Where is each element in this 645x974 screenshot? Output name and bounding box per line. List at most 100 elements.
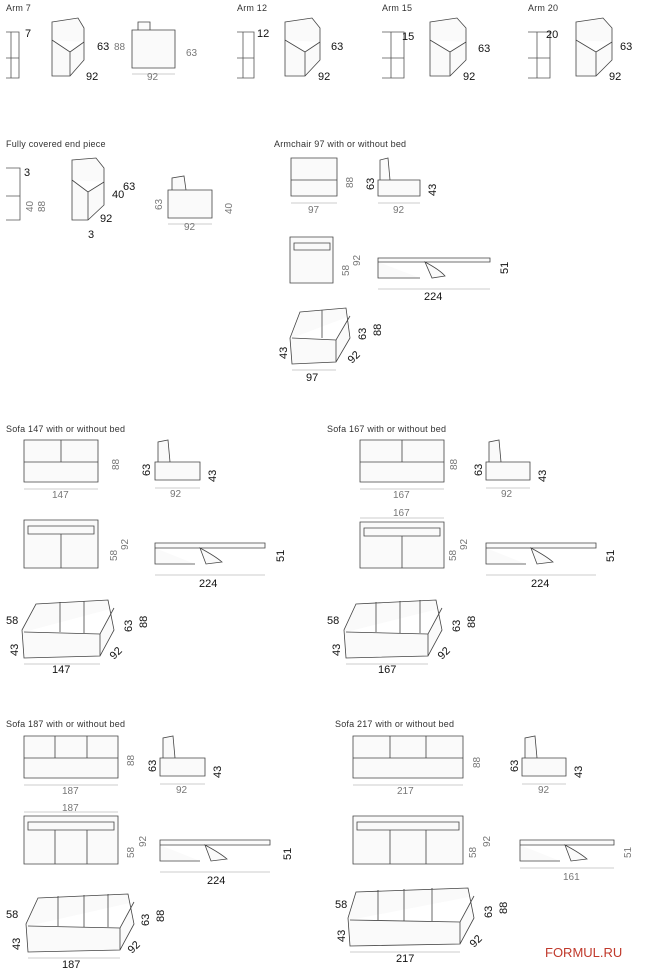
sofa-187-iso-43-dim: 43: [11, 938, 23, 950]
sofa-167-iso-43-dim: 43: [331, 644, 343, 656]
sofa-217-side-43-dim: 43: [573, 766, 585, 778]
end-piece-group: Fully covered end piece 3 40 88 40 63 92…: [6, 139, 235, 241]
sofa-167-iso-92-dim: 92: [436, 645, 453, 662]
sofa-147-iso-88-dim: 88: [138, 616, 150, 628]
sofa-217-front-h-dim: 88: [472, 756, 483, 768]
sofa-187-iso-58-dim: 58: [6, 909, 18, 921]
sofa-217-bed-len-dim: 161: [563, 872, 580, 883]
armchair-bed-92-dim: 92: [352, 254, 363, 266]
sofa-167-iso-drawing: [343, 599, 443, 659]
arm-12-depth-dim: 92: [318, 71, 330, 83]
end-piece-bottom-dim: 3: [88, 229, 94, 241]
sofa-147-side-w-dim: 92: [170, 489, 182, 500]
sofa-167-width-dim: 167: [393, 490, 410, 501]
sofa-147-iso-43-dim: 43: [9, 644, 21, 656]
arm-7-front-drawing: [6, 31, 20, 79]
sofa-167-iso-58-dim: 58: [327, 615, 339, 627]
end-piece-side-h2-dim: 40: [224, 202, 235, 214]
end-piece-side-drawing: [167, 175, 213, 219]
armchair-front-w-dim: 97: [308, 205, 320, 216]
sofa-147-iso-w-dim: 147: [52, 664, 70, 676]
sofa-187-side-drawing: [159, 735, 206, 777]
sofa-187-front-drawing: [23, 735, 119, 779]
arm-20-iso-drawing: [575, 17, 613, 77]
arm-12-height-dim: 63: [331, 41, 343, 53]
sofa-147-title: Sofa 147 with or without bed: [6, 424, 125, 434]
sofa-167-side-drawing: [485, 439, 531, 481]
sofa-167-side-43-dim: 43: [537, 470, 549, 482]
sofa-147-group: Sofa 147 with or without bed 88 147 63 4…: [6, 424, 287, 676]
end-piece-front-drawing: [6, 167, 21, 221]
armchair-iso-43-dim: 43: [278, 347, 290, 359]
arm-15-arm-dim: 15: [402, 31, 414, 43]
sofa-187-width-dim: 187: [62, 786, 79, 797]
arm-7-iso-drawing: [51, 17, 85, 77]
end-piece-iso-drawing: [71, 157, 105, 221]
sofa-217-group: Sofa 217 with or without bed 88 217 63 4…: [335, 719, 634, 965]
sofa-217-side-w-dim: 92: [538, 785, 550, 796]
sofa-217-iso-92-dim: 92: [468, 933, 485, 950]
arm-12-arm-dim: 12: [257, 28, 269, 40]
sofa-187-bed-top-drawing: [23, 815, 119, 865]
armchair-bed-51-dim: 51: [499, 262, 511, 274]
armchair-bed-top-drawing: [289, 236, 334, 284]
sofa-187-bed-51-dim: 51: [282, 848, 294, 860]
end-piece-40-dim: 40: [112, 189, 124, 201]
sofa-147-bed-len-dim: 224: [199, 578, 217, 590]
sofa-167-bed-92-dim: 92: [459, 538, 470, 550]
sofa-167-title: Sofa 167 with or without bed: [327, 424, 446, 434]
sofa-167-iso-w-dim: 167: [378, 664, 396, 676]
sofa-187-iso-w-dim: 187: [62, 959, 80, 971]
arm-7-total-dim: 88: [114, 42, 126, 53]
arm-12-title: Arm 12: [237, 3, 267, 13]
armchair-bed-len-dim: 224: [424, 291, 442, 303]
arm-15-group: Arm 15 15 63 92: [382, 3, 490, 83]
sofa-147-iso-58-dim: 58: [6, 615, 18, 627]
brand-watermark: FORMUL.RU: [545, 945, 622, 960]
sofa-187-top-w-dim: 187: [62, 803, 79, 814]
armchair-iso-63-dim: 63: [357, 328, 369, 340]
sofa-217-iso-88-dim: 88: [498, 902, 510, 914]
arm-20-arm-dim: 20: [546, 29, 558, 41]
armchair-iso-w-dim: 97: [306, 372, 318, 384]
arm-7-depth-dim: 92: [86, 71, 98, 83]
sofa-217-bed-58-dim: 58: [468, 846, 479, 858]
sofa-217-side-drawing: [521, 735, 567, 777]
arm-7-width-dim: 92: [147, 72, 159, 83]
sofa-217-iso-63-dim: 63: [483, 906, 495, 918]
armchair-side-w-dim: 92: [393, 205, 405, 216]
sofa-217-iso-58-dim: 58: [335, 899, 347, 911]
end-piece-total-dim: 88: [37, 200, 48, 212]
end-piece-63-dim: 63: [123, 181, 135, 193]
arm-15-height-dim: 63: [478, 43, 490, 55]
arm-15-front-drawing: [382, 31, 405, 79]
sofa-217-title: Sofa 217 with or without bed: [335, 719, 454, 729]
armchair-title: Armchair 97 with or without bed: [274, 139, 406, 149]
sofa-147-bed-top-drawing: [23, 519, 99, 569]
armchair-bed-side-drawing: [377, 257, 491, 279]
sofa-217-side-63-dim: 63: [509, 760, 521, 772]
arm-7-side-drawing: [131, 21, 176, 69]
end-piece-title: Fully covered end piece: [6, 139, 106, 149]
sofa-187-bed-58-dim: 58: [126, 846, 137, 858]
arm-7-title: Arm 7: [6, 3, 31, 13]
sofa-187-bed-92-dim: 92: [138, 835, 149, 847]
sofa-217-iso-43-dim: 43: [336, 930, 348, 942]
sofa-217-bed-92-dim: 92: [482, 835, 493, 847]
sofa-187-iso-drawing: [25, 893, 135, 953]
sofa-187-side-63-dim: 63: [147, 760, 159, 772]
sofa-147-bed-58-dim: 58: [109, 549, 120, 561]
sofa-147-bed-51-dim: 51: [275, 550, 287, 562]
sofa-187-bed-len-dim: 224: [207, 875, 225, 887]
arm-7-arm-dim: 7: [25, 28, 31, 40]
arm-7-side-height-dim: 63: [186, 48, 198, 59]
sofa-217-width-dim: 217: [397, 786, 414, 797]
armchair-group: Armchair 97 with or without bed 88 97 63…: [274, 139, 511, 384]
sofa-167-bed-58-dim: 58: [448, 549, 459, 561]
end-piece-arm-dim: 3: [24, 167, 30, 179]
sofa-147-width-dim: 147: [52, 490, 69, 501]
arm-15-depth-dim: 92: [463, 71, 475, 83]
sofa-217-front-drawing: [352, 735, 464, 779]
sofa-217-iso-drawing: [347, 887, 475, 947]
